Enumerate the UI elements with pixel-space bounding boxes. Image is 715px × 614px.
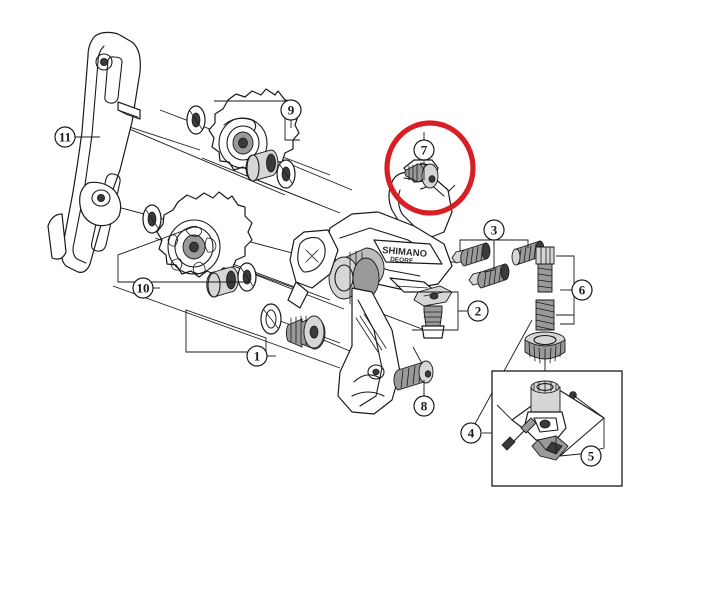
part-cable-fixing-bolt: [412, 285, 466, 339]
p-knuckle-barrel: [328, 247, 385, 306]
svg-text:7: 7: [421, 143, 428, 158]
callout-11[interactable]: 11: [54, 126, 76, 148]
limit-screw-b: [468, 263, 510, 289]
brand-plate: SHIMANO DEORE: [373, 239, 443, 265]
inset-pin-rod: [501, 417, 537, 451]
b-tension-spring: [535, 299, 555, 331]
b-tension-knurled-nut: [524, 331, 566, 365]
part-tension-pulley-set: [117, 191, 257, 298]
svg-text:2: 2: [475, 304, 482, 319]
svg-text:1: 1: [254, 349, 261, 364]
limit-screw-a: [451, 242, 491, 267]
callout-10[interactable]: 10: [132, 277, 154, 299]
highlight-circle: [384, 120, 476, 216]
svg-text:10: 10: [137, 281, 150, 296]
brand-model: DEORE: [390, 256, 414, 265]
callout-markers: 1 2 3 4 5 6: [54, 99, 602, 467]
part-b-tension-assembly: [524, 246, 575, 365]
tension-pulley-bushing-right: [237, 262, 257, 292]
callout-3[interactable]: 3: [483, 219, 505, 241]
part-cable-adjusting-barrel: [185, 303, 326, 353]
svg-text:4: 4: [468, 426, 475, 441]
svg-text:3: 3: [491, 223, 498, 238]
part-pulley-pivot-bolt: [404, 160, 439, 190]
svg-text:5: 5: [588, 449, 595, 464]
callout-6[interactable]: 6: [571, 279, 593, 301]
callout-8[interactable]: 8: [413, 395, 435, 417]
part-cage-stop-bolt: [393, 360, 434, 396]
part-guide-pulley-set: [186, 88, 300, 189]
derailleur-main-body: SHIMANO DEORE: [287, 159, 453, 415]
svg-text:9: 9: [288, 103, 295, 118]
callout-9[interactable]: 9: [280, 99, 302, 121]
tension-pulley-wheel: [156, 191, 253, 278]
svg-text:8: 8: [421, 399, 428, 414]
tension-pulley-bushing-left: [142, 204, 162, 234]
inset-stopper-plate: [531, 435, 569, 461]
callout-5[interactable]: 5: [580, 445, 602, 467]
detail-inset-box: [482, 370, 623, 487]
b-tension-bolt: [535, 246, 555, 293]
callout-7[interactable]: 7: [413, 139, 435, 161]
guide-pulley-spacer: [245, 149, 279, 182]
part-outer-cage-plate: [47, 31, 141, 273]
guide-pulley-bushing-left: [186, 105, 206, 135]
svg-text:6: 6: [579, 283, 586, 298]
guide-pulley-bushing-right: [276, 159, 296, 189]
brand-name: SHIMANO: [382, 245, 428, 260]
callout-1[interactable]: 1: [246, 345, 268, 367]
callout-4[interactable]: 4: [460, 422, 482, 444]
svg-text:11: 11: [59, 130, 71, 145]
callout-2[interactable]: 2: [467, 300, 489, 322]
guide-pulley-wheel: [208, 88, 300, 173]
